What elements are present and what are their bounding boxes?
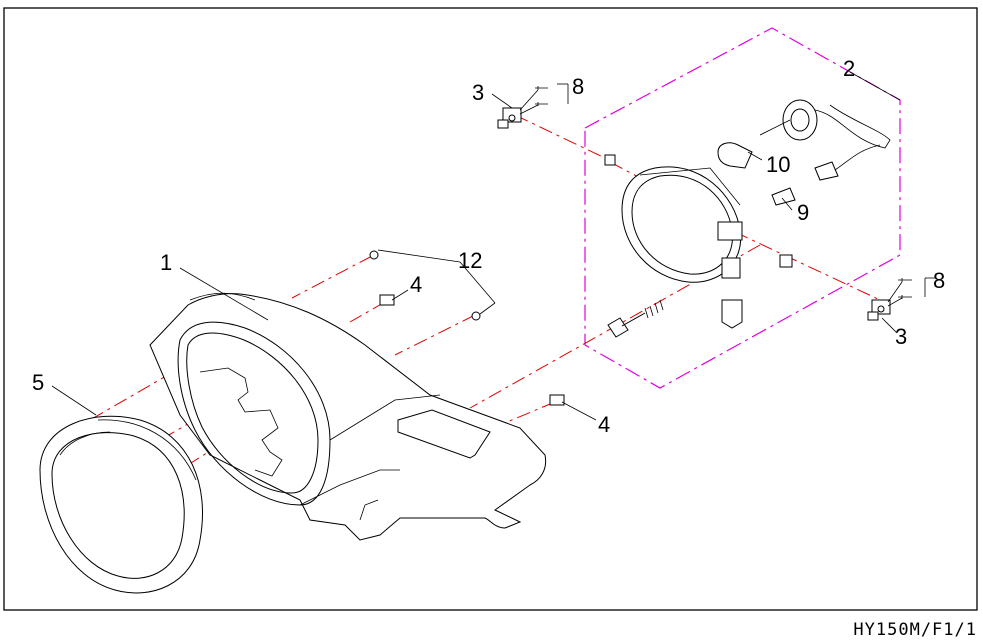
lower-bracket-part — [867, 278, 912, 321]
callout-1: 1 — [160, 250, 172, 275]
callout-4-lower: 4 — [598, 412, 610, 437]
callout-4-upper: 4 — [410, 272, 422, 297]
position-bulb-part — [771, 144, 881, 206]
callout-8-upper: 8 — [572, 74, 584, 99]
headlight-assembly-group-outline — [584, 27, 901, 389]
adjuster-screw-part — [607, 299, 743, 338]
callout-3-upper: 3 — [472, 80, 484, 105]
callout-5: 5 — [32, 370, 44, 395]
callout-8-lower: 8 — [933, 268, 945, 293]
callout-9: 9 — [797, 200, 809, 225]
bulb-part — [717, 99, 891, 169]
callout-3-lower: 3 — [895, 324, 907, 349]
headlight-rim-part — [39, 415, 203, 594]
callout-10: 10 — [766, 152, 790, 177]
screw-parts — [369, 249, 496, 321]
callout-labels: 1 2 3 3 4 4 5 8 8 9 10 12 — [32, 56, 945, 437]
front-cover-part — [149, 292, 547, 541]
clip-parts — [379, 294, 565, 406]
leader-lines — [51, 71, 935, 421]
upper-bracket-part — [497, 86, 548, 129]
headlight-unit-part — [604, 154, 793, 283]
drawing-code: HY150M/F1/1 — [853, 620, 977, 640]
callout-2: 2 — [843, 56, 855, 81]
drawing-frame — [3, 7, 978, 611]
callout-12: 12 — [458, 248, 482, 273]
